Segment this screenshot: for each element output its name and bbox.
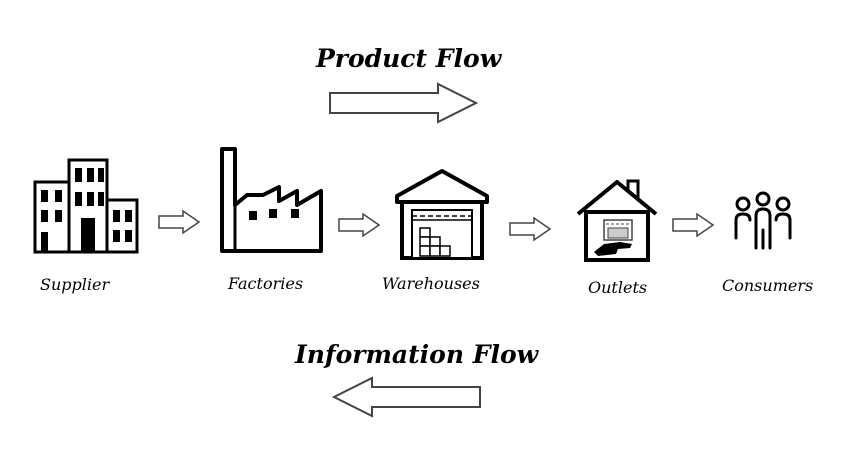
product-flow-arrow-icon bbox=[329, 82, 479, 124]
warehouse-icon bbox=[395, 169, 489, 260]
node-label-warehouses: Warehouses bbox=[382, 274, 480, 293]
node-label-outlets: Outlets bbox=[588, 278, 648, 297]
information-flow-title: Information Flow bbox=[295, 340, 539, 369]
factory-icon bbox=[220, 147, 323, 253]
flow-arrow-icon bbox=[338, 212, 381, 238]
information-flow-arrow-icon bbox=[331, 376, 481, 418]
product-flow-title: Product Flow bbox=[316, 44, 502, 73]
node-label-consumers: Consumers bbox=[722, 276, 814, 295]
node-label-factories: Factories bbox=[228, 274, 304, 293]
people-group-icon bbox=[734, 191, 792, 250]
flow-arrow-icon bbox=[509, 216, 552, 242]
node-label-supplier: Supplier bbox=[40, 275, 110, 294]
flow-arrow-icon bbox=[158, 209, 201, 235]
outlet-store-icon bbox=[576, 179, 658, 262]
office-buildings-icon bbox=[33, 158, 139, 254]
flow-arrow-icon bbox=[672, 212, 715, 238]
